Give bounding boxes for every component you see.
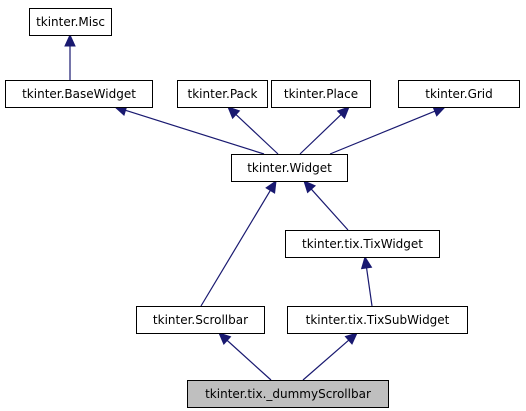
edge-arrowhead — [344, 332, 358, 345]
nodes-layer: tkinter.Misc tkinter.BaseWidget tkinter.Pa… — [5, 8, 520, 408]
class-node-box — [177, 80, 268, 108]
class-node-box — [285, 230, 440, 258]
edge-arrowhead — [218, 332, 232, 346]
edge-basewidget-to-misc — [64, 33, 76, 80]
class-node-label: tkinter.Grid — [425, 87, 493, 101]
edge-line — [235, 114, 279, 155]
edge-line — [302, 339, 350, 381]
edge-scrollbar-to-widget — [200, 179, 277, 307]
edge-tixwidget-to-widget — [303, 180, 349, 231]
edge-arrowhead — [227, 106, 241, 120]
class-node-box — [136, 306, 265, 334]
class-node-box — [5, 80, 153, 108]
edge-line — [310, 188, 349, 231]
edge-arrowhead — [265, 179, 277, 194]
class-node-box — [398, 80, 520, 108]
edge-line — [226, 339, 272, 381]
class-node-label: tkinter.Pack — [188, 87, 258, 101]
class-node-scrollbar[interactable]: tkinter.Scrollbar — [136, 306, 265, 334]
edge-line — [200, 190, 271, 307]
edge-widget-to-place — [299, 106, 350, 155]
edge-line — [125, 109, 265, 155]
class-node-box — [29, 8, 112, 36]
class-node-label: tkinter.Widget — [247, 161, 332, 175]
edge-dummyscrollbar-to-tixsubwidget — [302, 332, 358, 381]
class-node-grid[interactable]: tkinter.Grid — [398, 80, 520, 108]
class-node-label: tkinter.tix._dummyScrollbar — [205, 387, 371, 401]
class-node-label: tkinter.Scrollbar — [153, 313, 248, 327]
edge-dummyscrollbar-to-scrollbar — [218, 332, 272, 381]
edge-widget-to-pack — [227, 106, 279, 155]
class-node-widget[interactable]: tkinter.Widget — [231, 154, 348, 182]
class-node-misc[interactable]: tkinter.Misc — [29, 8, 112, 36]
class-node-place[interactable]: tkinter.Place — [271, 80, 371, 108]
edge-arrowhead — [303, 180, 317, 194]
edges-layer — [64, 33, 447, 381]
class-node-label: tkinter.Misc — [36, 15, 105, 29]
class-node-dummyscrollbar[interactable]: tkinter.tix._dummyScrollbar — [187, 380, 389, 408]
edge-arrowhead — [360, 255, 373, 270]
edge-line — [329, 110, 436, 155]
edge-widget-to-basewidget — [113, 104, 265, 155]
class-node-box — [231, 154, 348, 182]
class-node-label: tkinter.tix.TixWidget — [302, 237, 423, 251]
class-node-box — [271, 80, 371, 108]
edge-arrowhead — [64, 33, 76, 47]
class-node-basewidget[interactable]: tkinter.BaseWidget — [5, 80, 153, 108]
class-node-tixsubwidget[interactable]: tkinter.tix.TixSubWidget — [287, 306, 468, 334]
edge-line — [365, 267, 373, 307]
class-node-pack[interactable]: tkinter.Pack — [177, 80, 268, 108]
class-node-box — [187, 380, 389, 408]
class-node-tixwidget[interactable]: tkinter.tix.TixWidget — [285, 230, 440, 258]
class-node-label: tkinter.BaseWidget — [22, 87, 136, 101]
class-node-box — [287, 306, 468, 334]
edge-widget-to-grid — [329, 105, 447, 155]
edge-tixsubwidget-to-tixwidget — [360, 255, 373, 307]
edge-arrowhead — [336, 106, 350, 120]
class-node-label: tkinter.tix.TixSubWidget — [306, 313, 450, 327]
edge-line — [299, 114, 342, 155]
class-node-label: tkinter.Place — [284, 87, 358, 101]
